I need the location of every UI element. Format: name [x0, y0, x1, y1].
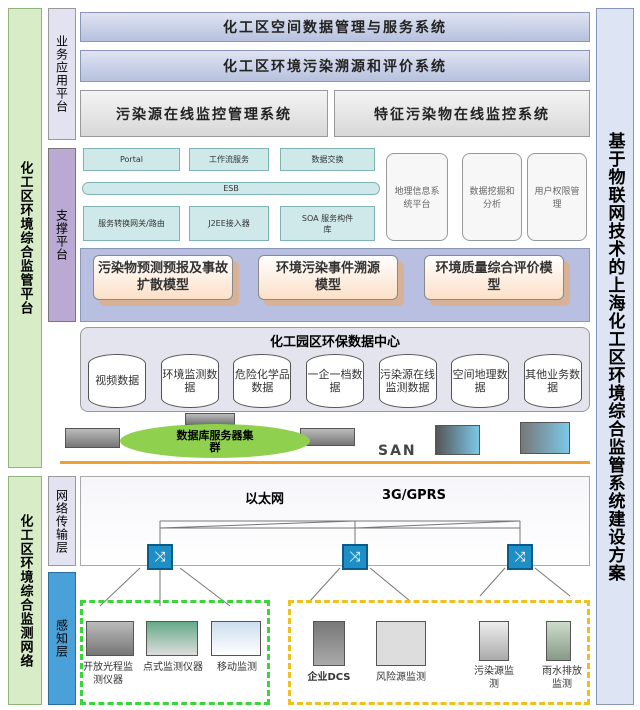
db-enterprise: 一企一档数据 [305, 354, 364, 408]
bar-spatial: 化工区空间数据管理与服务系统 [80, 12, 590, 42]
model-trace: 环境污染事件溯源模型 [258, 255, 398, 300]
platform-label: 化工区环境综合监管平台 [8, 8, 42, 468]
solution-title: 基于物联网技术的上海化工区环境综合监管系统建设方案 [596, 8, 634, 705]
dcs-cabinet-image [313, 621, 345, 666]
san-bus [60, 461, 590, 464]
portal: Portal [83, 148, 180, 171]
db-pollution-online: 污染源在线监测数据 [378, 354, 437, 408]
point-instrument-image [146, 621, 198, 656]
ethernet-label: 以太网 [245, 492, 285, 507]
sensor-group-yellow: 企业DCS 风险源监测 污染源监测 雨水排放监测 [288, 600, 590, 705]
layer-support: 支撑平台 [48, 148, 76, 322]
switch-icon: ⤨ [342, 544, 368, 570]
sys-pollution-source: 污染源在线监控管理系统 [80, 90, 328, 137]
data-center-title: 化工园区环保数据中心 [269, 335, 400, 350]
db-video: 视频数据 [88, 354, 147, 408]
storage-icon [520, 422, 570, 454]
sensor-rainwater: 雨水排放监测 [542, 666, 582, 690]
storage-icon [435, 425, 480, 455]
rainwater-analyzer-image [546, 621, 571, 661]
optical-instrument-image [86, 621, 134, 656]
layer-transport: 网络传输层 [48, 476, 76, 566]
bar-trace: 化工区环境污染溯源和评价系统 [80, 50, 590, 82]
sensor-group-green: 开放光程监测仪器 点式监测仪器 移动监测 [80, 600, 270, 705]
db-spatial: 空间地理数据 [451, 354, 510, 408]
sensor-pollution: 污染源监测 [474, 666, 514, 690]
server-icon [65, 428, 120, 448]
db-env-monitor: 环境监测数据 [160, 354, 219, 408]
sensor-dcs: 企业DCS [307, 672, 351, 683]
data-mining: 数据挖掘和分析 [462, 153, 522, 241]
switch-icon: ⤨ [507, 544, 533, 570]
layer-business: 业务应用平台 [48, 8, 76, 140]
j2ee-connector: J2EE接入器 [189, 206, 269, 241]
db-other: 其他业务数据 [523, 354, 582, 408]
sensor-optical: 开放光程监测仪器 [83, 662, 133, 686]
layer-sensing: 感知层 [48, 572, 76, 705]
soa-library: SOA 服务构件库 [280, 206, 375, 241]
sys-feature-pollutant: 特征污染物在线监控系统 [334, 90, 590, 137]
gis-platform: 地理信息系统平台 [386, 153, 448, 241]
workflow-service: 工作流服务 [189, 148, 269, 171]
pollution-analyzer-image [479, 621, 509, 661]
network-label: 化工区环境综合监测网络 [8, 476, 42, 705]
data-exchange: 数据交换 [280, 148, 375, 171]
gprs-label: 3G/GPRS [382, 488, 447, 503]
db-hazchem: 危险化学品数据 [233, 354, 292, 408]
db-cluster: 数据库服务器集群 [120, 424, 310, 458]
mobile-monitor-image [211, 621, 261, 656]
risk-sensor-image [376, 621, 426, 666]
sensor-mobile: 移动监测 [217, 662, 257, 673]
switch-icon: ⤨ [147, 544, 173, 570]
sensor-risk: 风险源监测 [376, 672, 426, 683]
model-forecast: 污染物预测预报及事故扩散模型 [93, 255, 233, 300]
model-evaluate: 环境质量综合评价模型 [424, 255, 564, 300]
user-permission: 用户权限管理 [527, 153, 587, 241]
esb-bus: ESB [82, 182, 380, 195]
service-gateway: 服务转换网关/路由 [83, 206, 180, 241]
data-center: 化工园区环保数据中心 视频数据 环境监测数据 危险化学品数据 一企一档数据 污染… [80, 327, 590, 412]
sensor-point: 点式监测仪器 [143, 662, 203, 673]
network-lines [99, 520, 571, 607]
san-label: SAN [378, 443, 417, 459]
